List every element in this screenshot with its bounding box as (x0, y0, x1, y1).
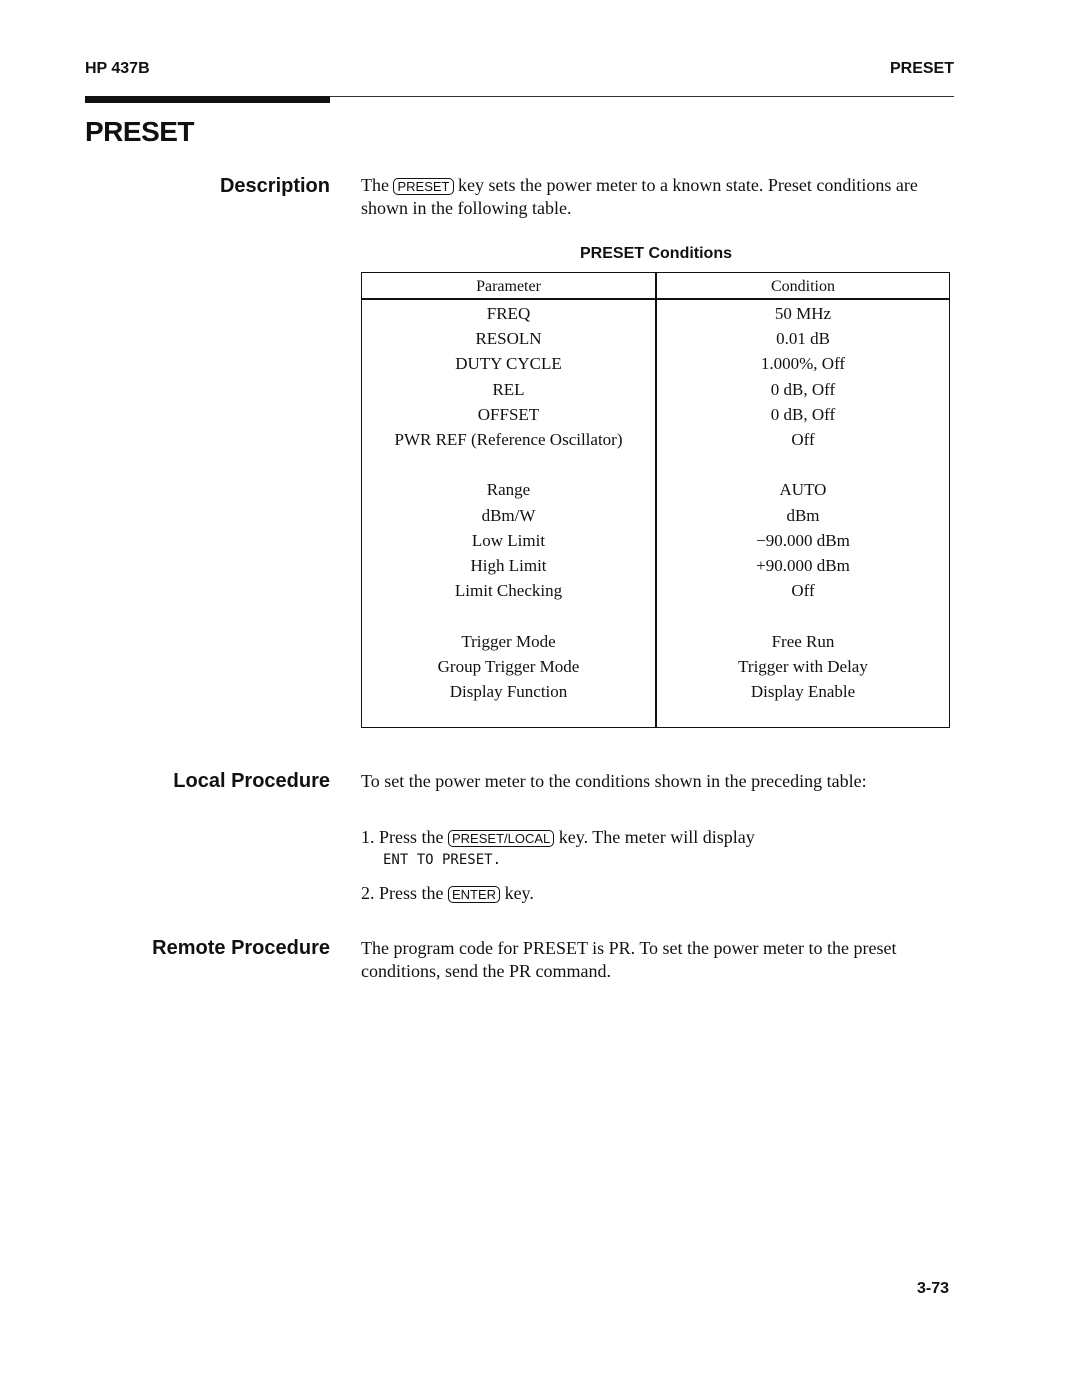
parameter-cell: REL (492, 379, 525, 399)
parameter-cell: RESOLN (475, 329, 542, 349)
header-model: HP 437B (85, 60, 150, 77)
condition-cell: dBm (786, 505, 820, 525)
table-caption: PRESET Conditions (580, 245, 732, 262)
text: Press the (379, 827, 444, 847)
parameter-cell: Display Function (449, 682, 568, 701)
text: The (361, 175, 389, 195)
condition-cell: 1.000%, Off (760, 354, 846, 374)
condition-cell: Free Run (771, 631, 835, 651)
display-message: ENT TO PRESET. (383, 852, 502, 868)
column-header-parameter: Parameter (476, 278, 541, 295)
condition-cell: 0.01 dB (776, 329, 830, 349)
parameter-cell: OFFSET (477, 404, 540, 424)
step-1: 1. Press the PRESET/LOCAL key. The meter… (361, 826, 961, 871)
parameter-cell: Trigger Mode (461, 631, 556, 651)
condition-cell: 50 MHz (774, 304, 832, 323)
header-rule-thick (85, 96, 330, 103)
parameter-cell: PWR REF (Reference Oscillator) (394, 430, 623, 449)
remote-text: The program code for PRESET is PR. To se… (361, 938, 897, 981)
enter-key: ENTER (448, 886, 501, 903)
parameter-cell: High Limit (470, 556, 547, 575)
condition-cell: 0 dB, Off (770, 379, 836, 399)
column-header-condition: Condition (770, 278, 835, 295)
condition-cell: 0 dB, Off (770, 404, 836, 424)
parameter-cell: DUTY CYCLE (455, 354, 562, 374)
description-text: The PRESET key sets the power meter to a… (361, 174, 961, 220)
page-number: 3-73 (916, 1280, 949, 1297)
description-heading: Description (219, 175, 330, 197)
page-title: PRESET (85, 116, 195, 147)
text: key. (504, 883, 534, 903)
text: Press the (379, 883, 444, 903)
parameter-cell: Group Trigger Mode (437, 656, 580, 676)
text: key. The meter will display (558, 827, 755, 847)
parameter-cell: Limit Checking (454, 581, 563, 601)
local-procedure-heading: Local Procedure (173, 770, 330, 792)
parameter-cell: Range (486, 480, 531, 500)
condition-cell: Off (791, 430, 815, 449)
text: key sets the power meter to a known stat… (361, 175, 918, 218)
parameter-cell: FREQ (486, 304, 531, 323)
remote-procedure-heading: Remote Procedure (152, 937, 330, 959)
header-divider (362, 298, 949, 300)
condition-cell: Trigger with Delay (738, 656, 868, 676)
step-number: 2. (361, 883, 375, 903)
step-2: 2. Press the ENTER key. (361, 882, 961, 905)
preset-key: PRESET (393, 178, 454, 195)
parameter-cell: Low Limit (471, 530, 546, 550)
condition-cell: Display Enable (750, 682, 856, 701)
parameter-cell: dBm/W (481, 505, 536, 525)
condition-cell: Off (791, 581, 815, 601)
condition-cell: AUTO (779, 480, 827, 500)
local-intro: To set the power meter to the conditions… (361, 771, 867, 791)
header-rule (85, 96, 954, 97)
column-divider (655, 273, 657, 727)
header-section: PRESET (889, 60, 954, 77)
condition-cell: +90.000 dBm (756, 556, 850, 575)
condition-cell: −90.000 dBm (756, 530, 850, 550)
preset-local-key: PRESET/LOCAL (448, 830, 555, 847)
step-number: 1. (361, 827, 375, 847)
